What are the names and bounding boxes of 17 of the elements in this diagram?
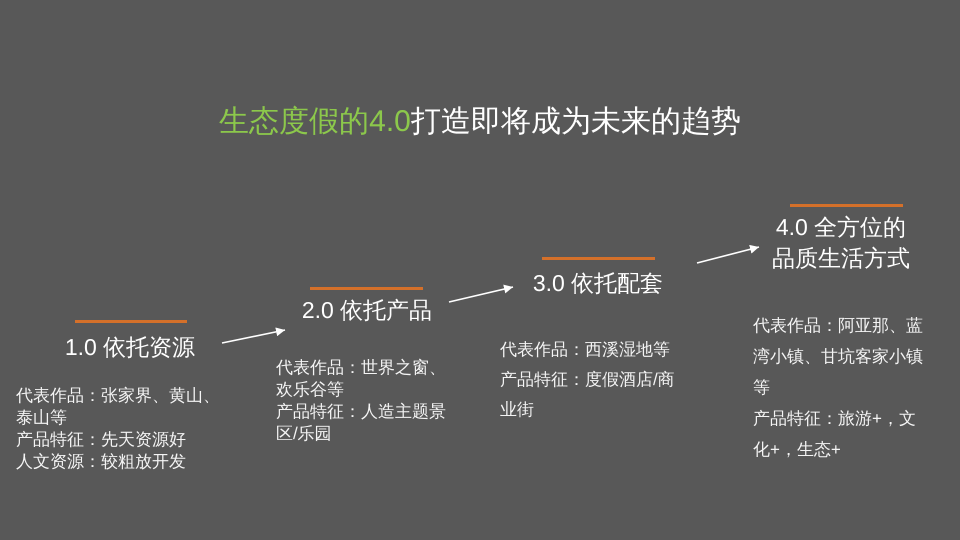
stage-heading: 3.0 依托配套 (513, 262, 697, 297)
stage-heading: 4.0 全方位的品质生活方式 (759, 212, 931, 274)
arrow (448, 284, 514, 303)
stage-heading: 2.0 依托产品 (285, 296, 449, 334)
slide-title: 生态度假的4.0打造即将成为未来的趋势 (219, 104, 741, 140)
description-text: 产品特征：先天资源好 (16, 429, 186, 451)
description-text: 代表作品：阿亚那、蓝湾小镇、甘坑客家小镇等 (753, 315, 924, 399)
description-text: 代表作品：西溪湿地等 (500, 339, 670, 361)
arrow (222, 327, 286, 344)
description-text: 产品特征：旅游+，文化+，生态+ (753, 408, 917, 461)
description-text: 代表作品：世界之窗、欢乐谷等 (276, 357, 447, 401)
stage-heading: 1.0 依托资源 (38, 333, 222, 361)
description-text: 人文资源：较粗放开发 (16, 451, 186, 473)
arrow (696, 244, 760, 264)
description-text: 代表作品：张家界、黄山、泰山等 (16, 385, 221, 429)
description-text: 产品特征：人造主题景区/乐园 (276, 401, 447, 445)
description-text: 产品特征：度假酒店/商业街 (500, 369, 676, 421)
